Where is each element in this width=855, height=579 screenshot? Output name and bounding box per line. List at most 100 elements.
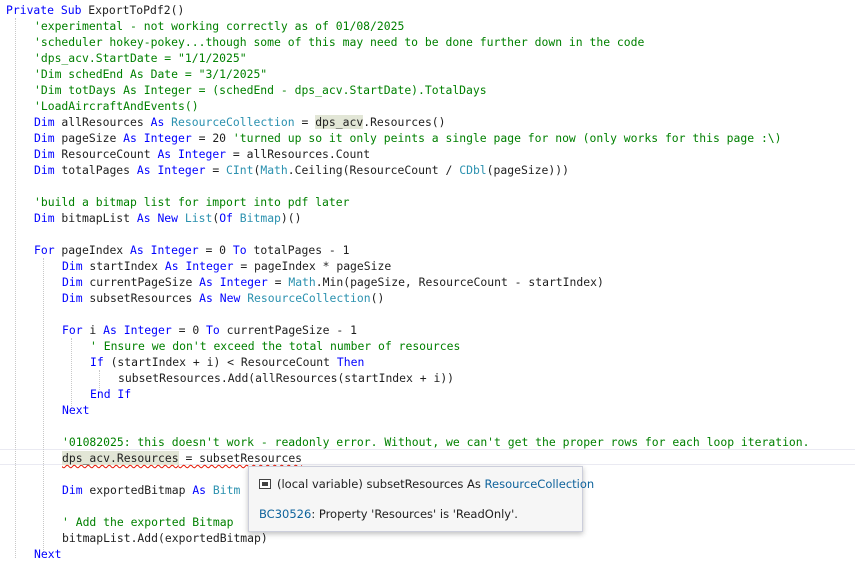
code-line[interactable]: Dim totalPages As Integer = CInt(Math.Ce… <box>34 162 569 178</box>
keyword: Integer <box>185 259 234 273</box>
space <box>137 131 144 145</box>
keyword: Dim <box>34 147 55 161</box>
keyword: New <box>219 291 241 305</box>
tooltip-type-link[interactable]: ResourceCollection <box>484 477 595 491</box>
paren: () <box>370 291 385 305</box>
space <box>178 211 185 225</box>
keyword: Integer <box>150 243 199 257</box>
keyword: As <box>192 483 207 497</box>
keyword: Dim <box>34 115 55 129</box>
quick-info-tooltip[interactable]: (local variable) subsetResources As Reso… <box>248 466 594 532</box>
literal: = 20 <box>191 131 233 145</box>
expression: )() <box>280 211 302 225</box>
error-code-line[interactable]: dps_acv.Resources = subsetResources <box>62 450 302 466</box>
code-line[interactable]: Next <box>34 547 62 561</box>
code-line[interactable]: For i As Integer = 0 To currentPageSize … <box>62 322 357 338</box>
paren: ( <box>253 163 261 177</box>
keyword: For <box>34 243 55 257</box>
keyword: Integer <box>123 323 172 337</box>
identifier: exportedBitmap <box>82 483 193 497</box>
code-line[interactable]: Dim pageSize As Integer = 20 'turned up … <box>34 130 782 146</box>
code-line[interactable]: Next <box>62 403 90 417</box>
tooltip-signature: (local variable) subsetResources As Reso… <box>259 476 594 492</box>
function-name: CInt <box>226 163 254 177</box>
keyword: Dim <box>34 131 55 145</box>
identifier: pageIndex <box>54 243 131 257</box>
code-line[interactable]: For pageIndex As Integer = 0 To totalPag… <box>34 242 350 258</box>
comment-line[interactable]: 'Dim totDays As Integer = (schedEnd - dp… <box>34 83 487 97</box>
function-name: CDbl <box>459 163 487 177</box>
type-name: List <box>184 211 213 225</box>
identifier: i <box>82 323 104 337</box>
type-name: ResourceCollection <box>171 115 295 129</box>
code-line[interactable]: Dim bitmapList As New List(Of Bitmap)() <box>34 210 302 226</box>
error-code-link[interactable]: BC30526 <box>259 507 312 521</box>
highlighted-identifier: dps_acv.Resources <box>62 451 179 465</box>
comment-line[interactable]: 'scheduler hokey-pokey...though some of … <box>34 35 645 49</box>
comment-line[interactable]: ' Add the exported Bitmap <box>62 515 234 529</box>
space <box>213 275 220 289</box>
keyword: Dim <box>62 483 83 497</box>
member-access: .Resources() <box>363 115 446 129</box>
identifier: bitmapList <box>54 211 137 225</box>
space <box>213 291 220 305</box>
code-line[interactable]: Private Sub ExportToPdf2() <box>6 2 184 18</box>
method-signature: ExportToPdf2() <box>81 3 185 17</box>
keyword: Private Sub <box>6 3 82 17</box>
identifier: allResources <box>54 115 151 129</box>
code-line[interactable]: Dim allResources As ResourceCollection =… <box>34 114 446 130</box>
code-line[interactable]: End If <box>90 387 132 401</box>
keyword: Dim <box>62 291 83 305</box>
operator: = <box>294 115 316 129</box>
keyword: To <box>232 243 247 257</box>
comment-line[interactable]: ' Ensure we don't exceed the total numbe… <box>90 339 461 353</box>
code-line[interactable]: bitmapList.Add(exportedBitmap) <box>62 531 268 545</box>
keyword: As <box>130 243 144 257</box>
space <box>233 211 240 225</box>
literal: = 0 <box>171 323 207 337</box>
type-name: Bitm <box>206 483 241 497</box>
keyword: Integer <box>143 131 192 145</box>
current-line-indicator <box>0 449 855 465</box>
space <box>117 323 124 337</box>
keyword: Of <box>219 211 233 225</box>
highlighted-identifier: dps_acv <box>315 115 364 129</box>
expression: (pageSize))) <box>486 163 569 177</box>
keyword: As <box>164 259 179 273</box>
space <box>171 147 178 161</box>
code-line[interactable]: Dim subsetResources As New ResourceColle… <box>62 290 384 306</box>
tooltip-error: BC30526: Property 'Resources' is 'ReadOn… <box>259 506 518 522</box>
identifier: subsetResources <box>82 291 200 305</box>
code-line[interactable]: If (startIndex + i) < ResourceCount Then <box>90 354 364 370</box>
expression: = allResources.Count <box>226 147 371 161</box>
keyword: Then <box>336 355 365 369</box>
comment-line[interactable]: 'dps_acv.StartDate = "1/1/2025" <box>34 51 247 65</box>
indent-guide <box>99 370 100 392</box>
keyword: As <box>157 147 172 161</box>
expression: (startIndex + i) < ResourceCount <box>103 355 337 369</box>
code-line[interactable]: Dim currentPageSize As Integer = Math.Mi… <box>62 274 604 290</box>
indent-guide <box>15 18 16 558</box>
identifier: currentPageSize <box>82 275 200 289</box>
expression: currentPageSize - 1 <box>219 323 357 337</box>
code-line[interactable]: Dim exportedBitmap As Bitm <box>62 482 240 498</box>
code-line[interactable]: Dim startIndex As Integer = pageIndex * … <box>62 258 391 274</box>
expression: = subsetResources <box>178 451 303 465</box>
type-name: ResourceCollection <box>247 291 371 305</box>
expression: = pageIndex * pageSize <box>233 259 392 273</box>
code-line[interactable]: Dim ResourceCount As Integer = allResour… <box>34 146 370 162</box>
expression: .Min(pageSize, ResourceCount - startInde… <box>315 275 604 289</box>
comment-line[interactable]: 'LoadAircraftAndEvents() <box>34 99 199 113</box>
code-line[interactable]: subsetResources.Add(allResources(startIn… <box>118 371 455 385</box>
type-name: Math <box>288 275 316 289</box>
comment-line[interactable]: 'experimental - not working correctly as… <box>34 19 405 33</box>
comment-line[interactable]: 'build a bitmap list for import into pdf… <box>34 195 350 209</box>
keyword: Integer <box>178 147 227 161</box>
comment-line[interactable]: 'Dim schedEnd As Date = "3/1/2025" <box>34 67 268 81</box>
identifier: totalPages <box>54 163 137 177</box>
keyword: As <box>123 131 137 145</box>
error-squiggle-segment[interactable]: dps_acv.Resources = subsetResources <box>62 451 302 465</box>
comment-line[interactable]: '01082025: this doesn't work - readonly … <box>62 435 810 449</box>
type-name: Bitmap <box>239 211 281 225</box>
